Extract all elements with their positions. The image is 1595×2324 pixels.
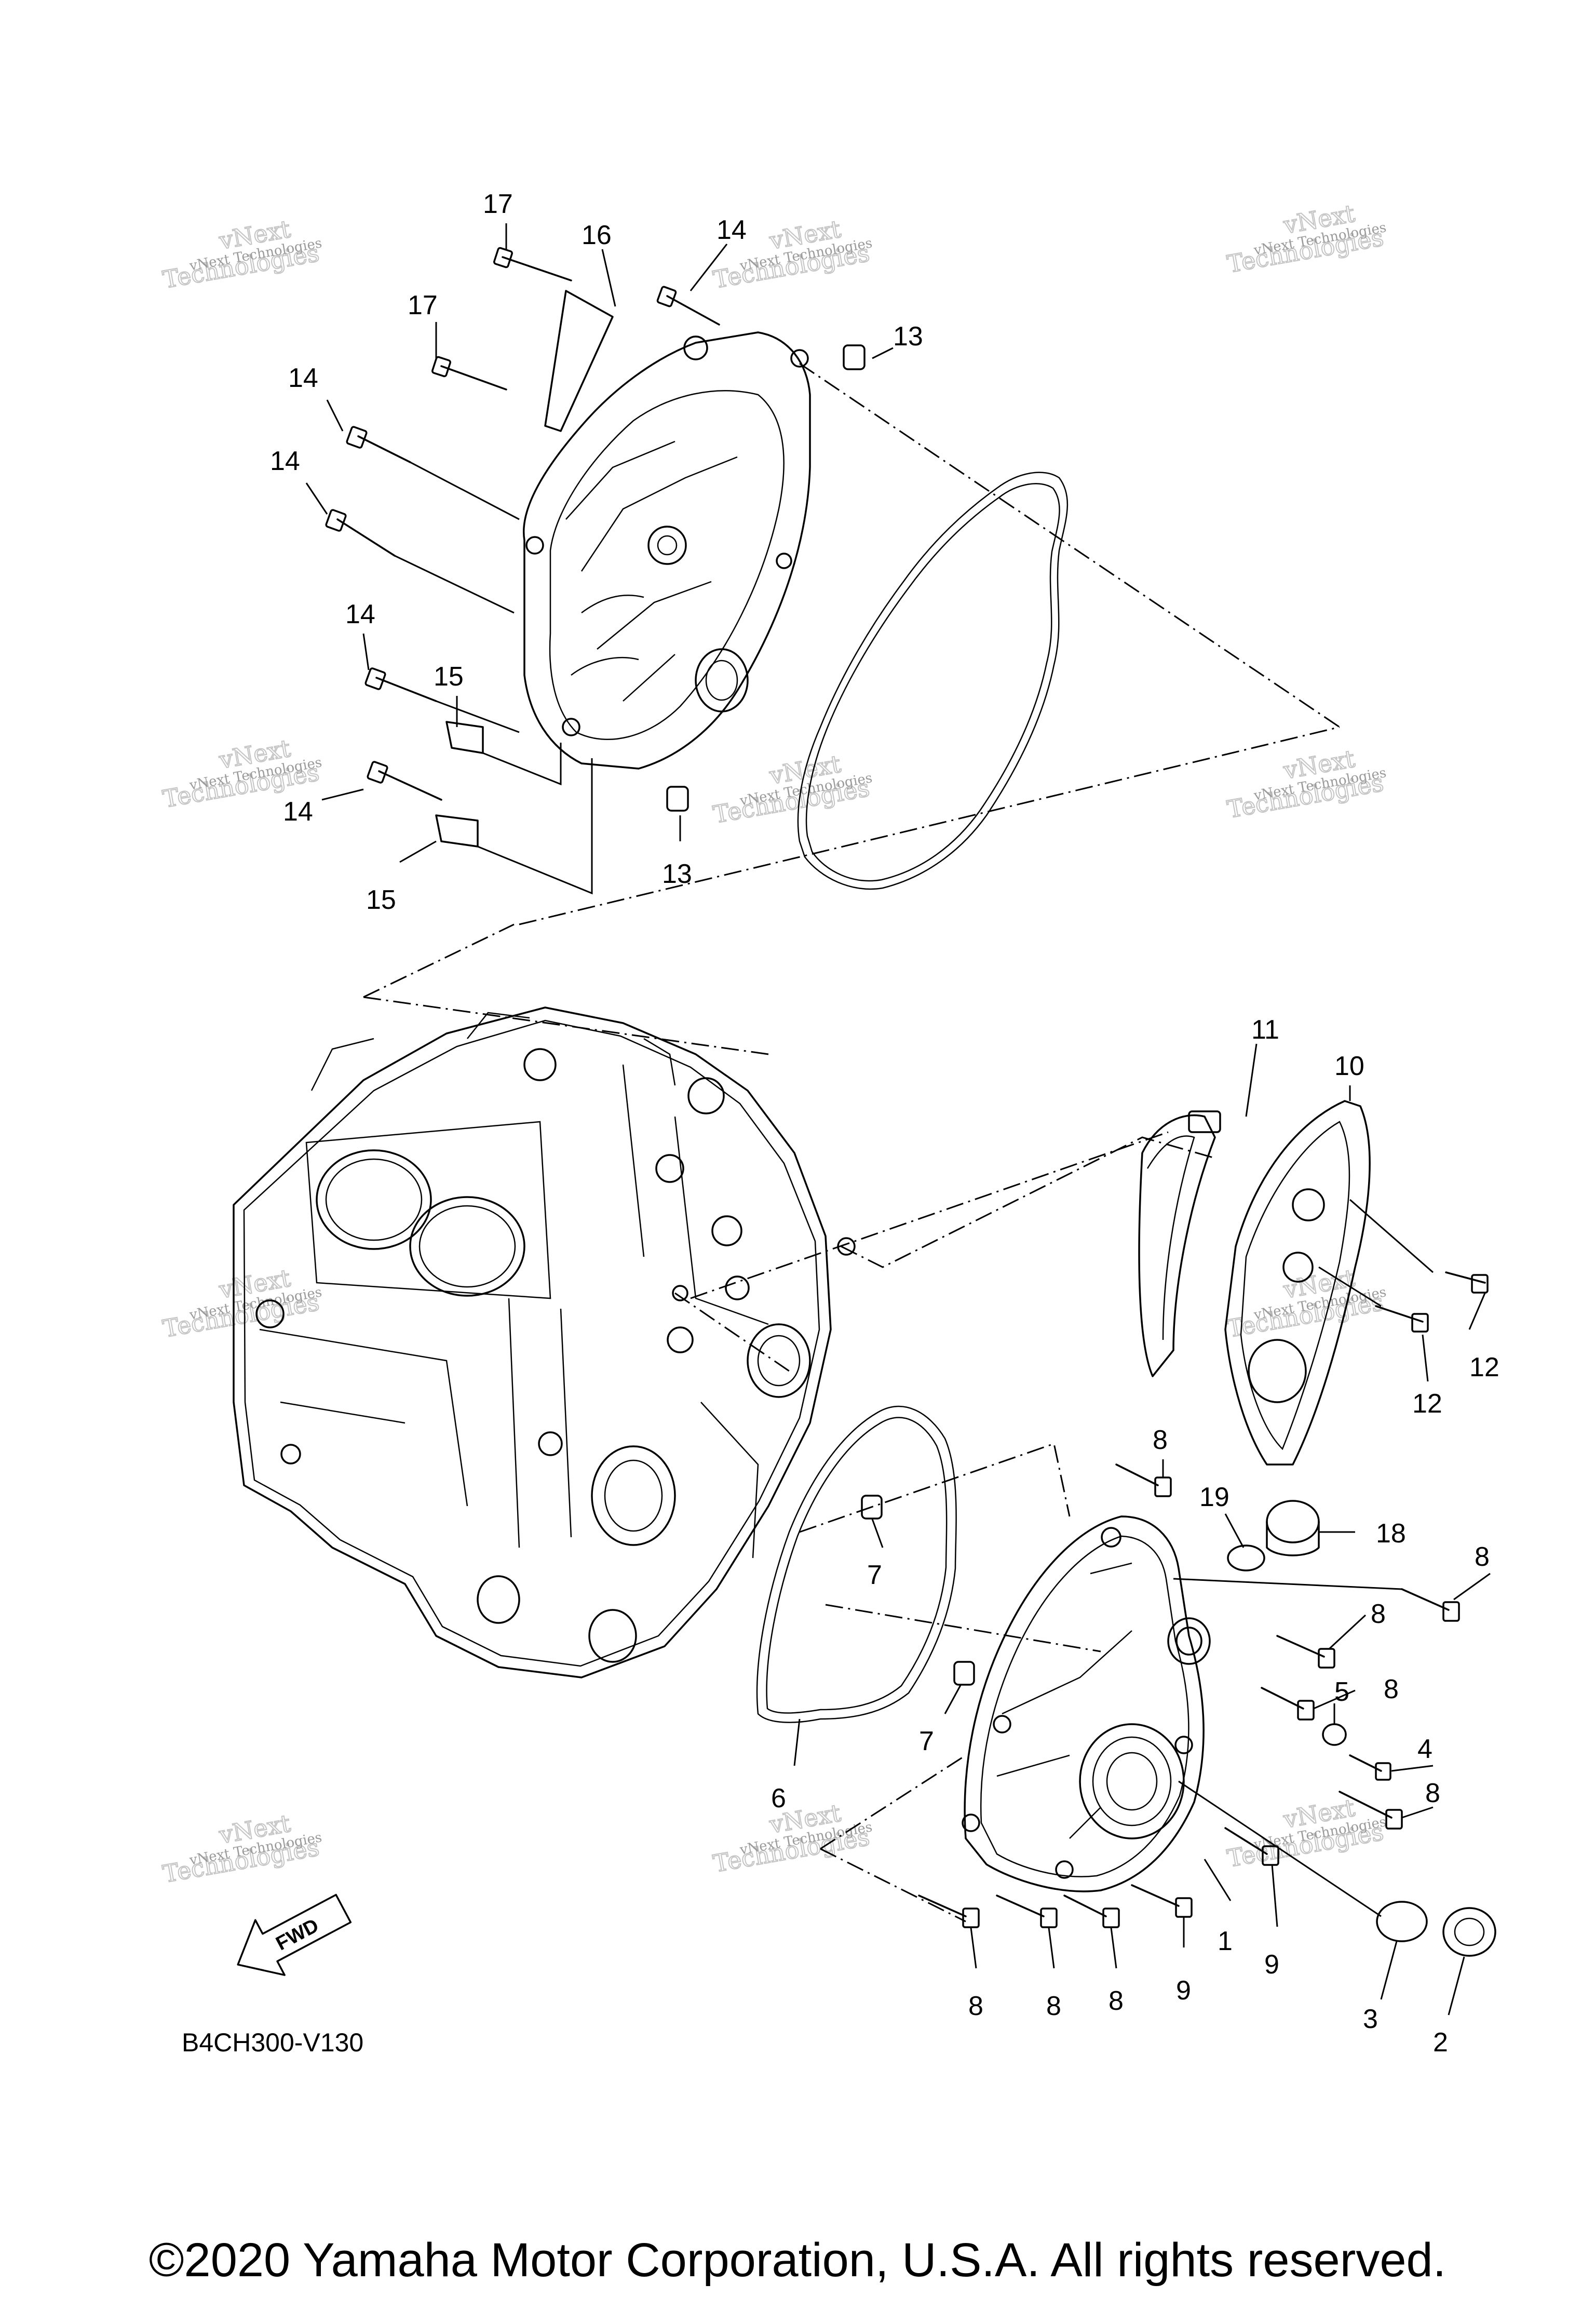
sprocket-leaders: [1245, 1043, 1486, 1382]
middle-assembly-guide: [674, 1131, 1215, 1372]
callout-12: 12: [1412, 1389, 1442, 1419]
callout-3: 3: [1363, 2004, 1378, 2034]
callout-4: 4: [1417, 1734, 1432, 1764]
callout-10: 10: [1334, 1051, 1364, 1081]
upper-assembly-guide: [363, 362, 1340, 1055]
callout-13: 13: [893, 321, 923, 352]
callout-7: 7: [919, 1726, 934, 1756]
callout-8: 8: [968, 1991, 983, 2021]
copyright-notice: ©2020 Yamaha Motor Corporation, U.S.A. A…: [148, 2234, 1447, 2287]
upper-leaders: [305, 223, 894, 895]
callout-11: 11: [1251, 1015, 1279, 1045]
callout-9: 9: [1176, 1976, 1191, 2006]
callout-8: 8: [1153, 1425, 1168, 1455]
callout-14: 14: [717, 215, 747, 245]
upper-fasteners: [325, 247, 866, 848]
callout-15: 15: [434, 662, 464, 692]
callout-6: 6: [771, 1783, 786, 1813]
fwd-label: FWD: [273, 1915, 322, 1955]
callout-14: 14: [283, 797, 313, 827]
callout-18: 18: [1376, 1519, 1406, 1549]
crankcase-cover-gasket: [756, 1405, 975, 1723]
callout-7: 7: [867, 1560, 882, 1590]
callout-14: 14: [270, 446, 300, 476]
lower-leaders: [793, 1459, 1491, 2016]
callout-2: 2: [1433, 2027, 1448, 2058]
callout-19: 19: [1199, 1482, 1229, 1512]
callout-17: 17: [408, 290, 438, 320]
callout-17: 17: [483, 189, 513, 219]
callout-8: 8: [1425, 1778, 1440, 1808]
callout-8: 8: [1109, 1986, 1124, 2016]
crankcase: [233, 1006, 856, 1678]
upper-gasket: [797, 472, 1069, 890]
callout-8: 8: [1475, 1542, 1490, 1572]
callout-group: 17 16 14 17 13 14 14 14 15 14 15 13 11 1…: [270, 189, 1499, 2058]
callout-16: 16: [582, 220, 612, 250]
callout-1: 1: [1218, 1926, 1233, 1956]
callout-9: 9: [1264, 1950, 1279, 1980]
fwd-arrow: FWD: [237, 1893, 352, 1976]
callout-8: 8: [1371, 1599, 1386, 1629]
callout-14: 14: [345, 599, 375, 629]
lower-fasteners: [918, 1463, 1496, 1957]
callout-12: 12: [1469, 1352, 1499, 1382]
callout-8: 8: [1046, 1991, 1061, 2021]
clutch-cover-upper: [523, 331, 811, 770]
callout-15: 15: [366, 885, 396, 915]
callout-14: 14: [288, 363, 318, 393]
callout-8: 8: [1384, 1674, 1399, 1704]
callout-13: 13: [662, 859, 692, 889]
callout-5: 5: [1334, 1677, 1349, 1707]
drawing-code: B4CH300-V130: [182, 2028, 363, 2057]
sprocket-cover: [1138, 1100, 1489, 1466]
crankcase-cover: [962, 1515, 1211, 1892]
